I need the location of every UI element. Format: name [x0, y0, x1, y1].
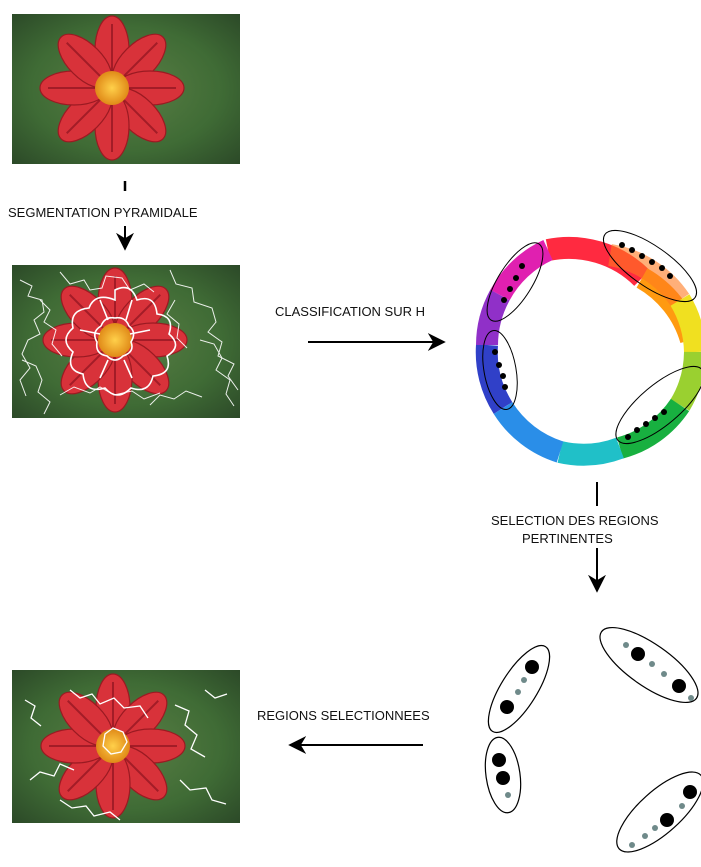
selected-clusters — [484, 626, 701, 853]
segmentation-label: SEGMENTATION PYRAMIDALE — [8, 205, 198, 220]
selection-label-line2: PERTINENTES — [522, 531, 613, 546]
hue-wheel — [475, 229, 701, 466]
selected-regions-flower-photo — [12, 670, 240, 823]
selection-label-line1: SELECTION DES REGIONS — [491, 513, 659, 528]
segmented-flower-photo — [12, 265, 240, 418]
classification-label: CLASSIFICATION SUR H — [275, 304, 425, 319]
regions-label: REGIONS SELECTIONNEES — [257, 708, 430, 723]
flower-photo — [12, 14, 240, 164]
